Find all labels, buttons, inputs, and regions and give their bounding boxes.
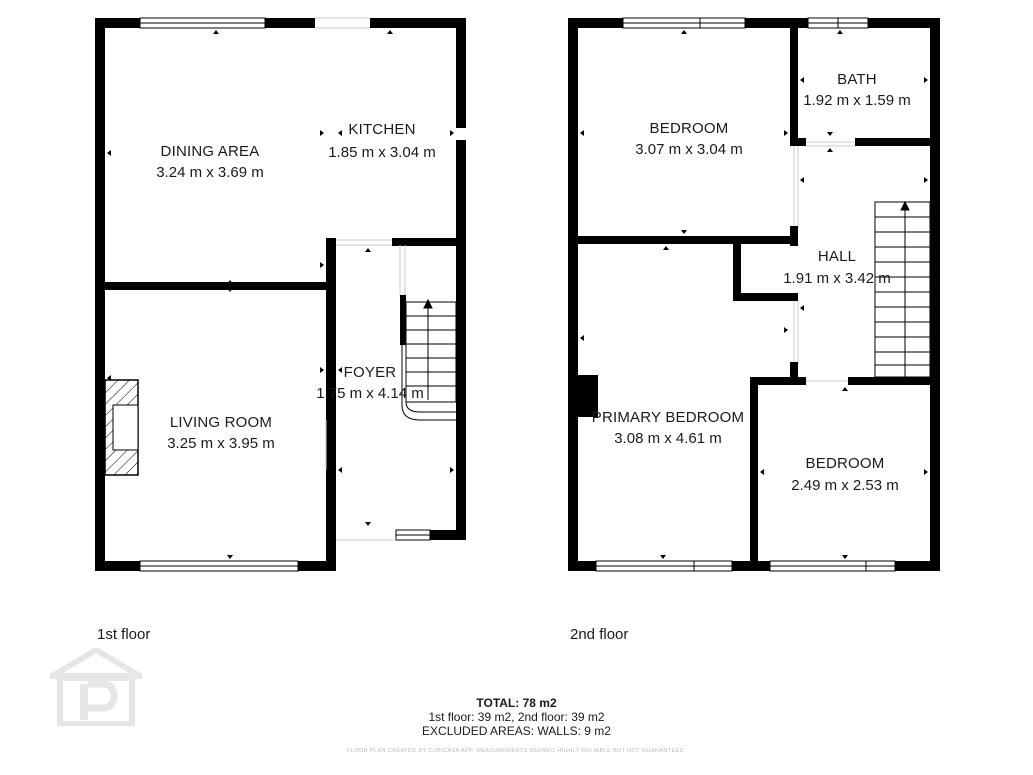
first-floor-plan: DINING AREA 3.24 m x 3.69 m KITCHEN 1.85… (95, 17, 466, 572)
room-dims-bedroom-upper: 3.07 m x 3.04 m (635, 141, 743, 158)
total-area: TOTAL: 78 m2 (476, 696, 557, 710)
first-floor-stairs (401, 298, 457, 421)
room-dims-foyer: 1.75 m x 4.14 m (316, 385, 424, 402)
room-name-kitchen: KITCHEN (348, 121, 415, 138)
room-name-dining-area: DINING AREA (161, 143, 260, 160)
fireplace (104, 379, 139, 476)
second-floor-plan: BEDROOM 3.07 m x 3.04 m BATH 1.92 m x 1.… (568, 17, 940, 572)
first-floor-label: 1st floor (97, 626, 151, 643)
room-name-foyer: FOYER (344, 364, 397, 381)
room-dims-kitchen: 1.85 m x 3.04 m (328, 144, 436, 161)
room-name-primary-bedroom: PRIMARY BEDROOM (592, 409, 744, 426)
excluded-area: EXCLUDED AREAS: WALLS: 9 m2 (422, 724, 611, 738)
first-floor-markers (107, 30, 454, 559)
first-floor-windows (139, 17, 431, 572)
room-name-living-room: LIVING ROOM (170, 414, 272, 431)
room-dims-hall: 1.91 m x 3.42 m (783, 270, 891, 287)
disclaimer-note: FLOOR PLAN CREATED BY CUBICASA APP. MEAS… (347, 748, 686, 754)
room-name-bath: BATH (837, 71, 877, 88)
second-floor-markers (580, 30, 928, 559)
room-dims-primary-bedroom: 3.08 m x 4.61 m (614, 430, 722, 447)
room-dims-living-room: 3.25 m x 3.95 m (167, 435, 275, 452)
room-name-bedroom-lower: BEDROOM (806, 455, 885, 472)
second-floor-stairs (874, 200, 931, 378)
second-floor-walls (568, 18, 940, 571)
second-floor-openings (793, 141, 855, 382)
room-dims-dining-area: 3.24 m x 3.69 m (156, 164, 264, 181)
room-name-hall: HALL (818, 248, 856, 265)
per-floor-area: 1st floor: 39 m2, 2nd floor: 39 m2 (428, 710, 605, 724)
room-dims-bedroom-lower: 2.49 m x 2.53 m (791, 477, 899, 494)
room-name-bedroom-upper: BEDROOM (650, 120, 729, 137)
first-floor-openings (315, 17, 406, 541)
room-dims-bath: 1.92 m x 1.59 m (803, 92, 911, 109)
total-area-summary: TOTAL: 78 m2 1st floor: 39 m2, 2nd floor… (0, 696, 1033, 738)
second-floor-windows (595, 17, 896, 572)
property-logo-icon (41, 646, 151, 731)
second-floor-label: 2nd floor (570, 626, 629, 643)
first-floor-walls (95, 18, 466, 571)
